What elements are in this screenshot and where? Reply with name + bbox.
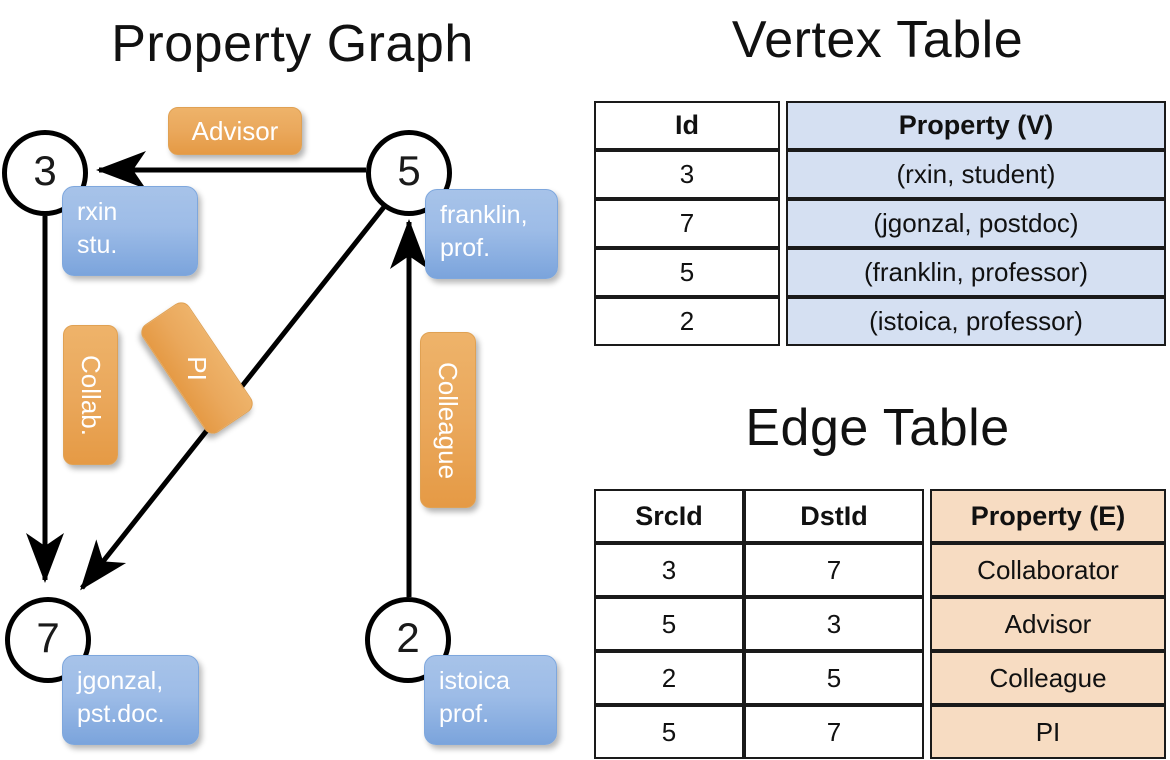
edge-table-cell-dstid: 7 — [744, 543, 924, 597]
edge-label-collab-text: Collab. — [76, 354, 106, 436]
vertex-property-box-5: franklin, prof. — [425, 189, 558, 279]
graph-node-5[interactable]: 5 — [366, 130, 452, 216]
vertex-property-box-2-line2: prof. — [439, 700, 490, 728]
page-title-edge-table: Edge Table — [745, 399, 1010, 457]
vertex-table-cell-property: (jgonzal, postdoc) — [786, 199, 1166, 248]
edge-label-pi-text: PI — [182, 355, 213, 381]
vertex-property-box-7-line2: pst.doc. — [77, 700, 165, 728]
edge-table-col-property: Property (E) — [930, 489, 1166, 543]
edge-table-cell-property: Colleague — [930, 651, 1166, 705]
table-row: 3 7 Collaborator — [594, 543, 1166, 597]
edge-table-cell-property: Advisor — [930, 597, 1166, 651]
vertex-property-box-3: rxin stu. — [62, 186, 198, 276]
vertex-table-col-property: Property (V) — [786, 101, 1166, 150]
graph-node-7-id: 7 — [36, 614, 60, 661]
vertex-property-box-2-line1: istoica — [439, 667, 510, 695]
edge-label-collab: Collab. — [63, 325, 118, 465]
table-row: 5 (franklin, professor) — [594, 248, 1166, 297]
edge-table-cell-srcid: 2 — [594, 651, 744, 705]
edge-table: SrcId DstId Property (E) 3 7 Collaborato… — [594, 489, 1166, 759]
graph-node-3-id: 3 — [33, 147, 57, 194]
vertex-table-cell-id: 7 — [594, 199, 780, 248]
vertex-property-box-3-line1: rxin — [77, 198, 118, 226]
table-row: 3 (rxin, student) — [594, 150, 1166, 199]
table-row: 2 (istoica, professor) — [594, 297, 1166, 346]
edge-table-col-dstid: DstId — [744, 489, 924, 543]
vertex-property-box-5-line1: franklin, — [440, 201, 528, 229]
page-title-property-graph: Property Graph — [111, 15, 474, 73]
vertex-table-cell-id: 2 — [594, 297, 780, 346]
vertex-property-box-3-line2: stu. — [77, 231, 118, 259]
vertex-table-cell-property: (rxin, student) — [786, 150, 1166, 199]
edge-table-cell-property: PI — [930, 705, 1166, 759]
vertex-property-box-2: istoica prof. — [424, 655, 557, 745]
edge-table-cell-property: Collaborator — [930, 543, 1166, 597]
edge-label-advisor-text: Advisor — [191, 115, 279, 146]
vertex-property-box-7: jgonzal, pst.doc. — [62, 655, 199, 745]
edge-table-cell-dstid: 7 — [744, 705, 924, 759]
vertex-table: Id Property (V) 3 (rxin, student) 7 (jgo… — [594, 101, 1166, 346]
vertex-table-cell-property: (istoica, professor) — [786, 297, 1166, 346]
edge-table-cell-dstid: 3 — [744, 597, 924, 651]
edge-label-advisor: Advisor — [168, 107, 302, 155]
vertex-table-header-row: Id Property (V) — [594, 101, 1166, 150]
edge-table-col-srcid: SrcId — [594, 489, 744, 543]
vertex-table-cell-id: 3 — [594, 150, 780, 199]
edge-table-cell-dstid: 5 — [744, 651, 924, 705]
vertex-property-box-7-line1: jgonzal, — [77, 667, 164, 695]
page-title-vertex-table: Vertex Table — [731, 11, 1024, 69]
edge-table-cell-srcid: 5 — [594, 597, 744, 651]
edge-table-cell-srcid: 3 — [594, 543, 744, 597]
vertex-table-cell-property: (franklin, professor) — [786, 248, 1166, 297]
edge-table-cell-srcid: 5 — [594, 705, 744, 759]
vertex-property-box-5-line2: prof. — [440, 234, 491, 262]
vertex-table-cell-id: 5 — [594, 248, 780, 297]
graph-node-5-id: 5 — [397, 147, 421, 194]
graph-node-2[interactable]: 2 — [365, 597, 451, 683]
edge-label-colleague: Colleague — [420, 332, 476, 508]
table-row: 2 5 Colleague — [594, 651, 1166, 705]
table-row: 5 3 Advisor — [594, 597, 1166, 651]
edge-label-colleague-text: Colleague — [433, 361, 464, 479]
vertex-table-col-id: Id — [594, 101, 780, 150]
edge-table-header-row: SrcId DstId Property (E) — [594, 489, 1166, 543]
table-row: 7 (jgonzal, postdoc) — [594, 199, 1166, 248]
table-row: 5 7 PI — [594, 705, 1166, 759]
graph-node-2-id: 2 — [396, 614, 420, 661]
